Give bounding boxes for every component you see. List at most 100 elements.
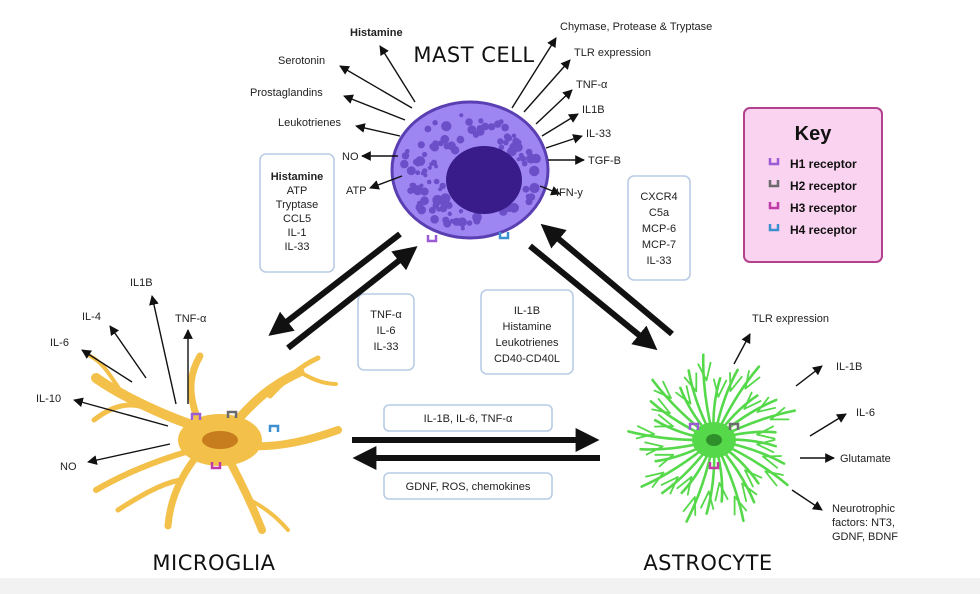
astrocyte-twig	[762, 455, 779, 469]
granule	[415, 203, 424, 212]
granule	[449, 218, 455, 224]
mg-out-il6: IL-6	[50, 337, 69, 349]
granule	[440, 193, 451, 204]
astrocyte-twig	[651, 408, 671, 414]
granule	[405, 149, 410, 154]
granule	[447, 211, 452, 216]
box3-line2: Histamine	[503, 321, 552, 333]
astrocyte-twig	[637, 425, 655, 435]
astrocyte-twig	[713, 378, 720, 398]
astrocyte-h2-receptor-icon	[728, 422, 740, 430]
granule	[401, 152, 410, 160]
astrocyte-twig	[764, 470, 778, 487]
mc-out-leukotrienes: Leukotrienes	[278, 117, 341, 129]
box5-line5: IL-33	[646, 255, 671, 267]
mg-out-il1b: IL1B	[130, 277, 153, 289]
astrocyte-twig	[660, 476, 679, 486]
astrocyte-twig	[741, 482, 747, 502]
box1-line6: IL-33	[284, 241, 309, 253]
mc-out-chymase: Chymase, Protease & Tryptase	[560, 21, 712, 33]
granule	[447, 141, 456, 151]
box-astrocyte-to-microglia: GDNF, ROS, chemokines	[383, 472, 553, 500]
granule	[465, 118, 473, 126]
astrocyte-twig	[741, 482, 758, 496]
granule	[400, 159, 409, 169]
granule	[472, 212, 482, 222]
key-panel: Key H1 receptor H2 receptor H3 receptor …	[743, 107, 883, 263]
astrocyte-twig	[756, 439, 776, 446]
granule	[518, 152, 524, 158]
granule	[432, 120, 438, 126]
astrocyte-h3-receptor-icon	[708, 462, 720, 470]
astrocyte-twig	[662, 380, 672, 399]
granule	[437, 140, 444, 147]
granule	[417, 141, 425, 149]
mc-out-tgfb: TGF-B	[588, 155, 621, 167]
key-title: Key	[795, 123, 833, 145]
astrocyte-twig	[669, 476, 679, 495]
astrocyte-nucleus	[706, 434, 722, 446]
mc-out-serotonin: Serotonin	[278, 55, 325, 67]
astrocyte-twig	[756, 425, 774, 436]
granule	[501, 123, 509, 132]
astrocyte-twig	[756, 433, 776, 440]
as-out-il6: IL-6	[856, 407, 875, 419]
mc-out-histamine: Histamine	[350, 27, 403, 39]
box1-line1: Histamine	[271, 171, 324, 183]
granule	[415, 156, 426, 167]
astrocyte-twig	[651, 471, 665, 488]
granule	[410, 182, 417, 189]
microglia-h3-receptor-icon	[210, 462, 222, 470]
astrocyte-twig	[705, 361, 712, 382]
box1-line2: ATP	[287, 185, 308, 197]
box2-line2: IL-6	[377, 325, 396, 337]
astrocyte-twig	[645, 471, 665, 478]
key-h1-icon	[768, 158, 780, 166]
granule	[415, 170, 421, 176]
mg-out-il4: IL-4	[82, 311, 101, 323]
astrocyte-twig	[733, 495, 748, 512]
astrocyte-twig	[744, 376, 761, 390]
astrocyte-twig	[653, 389, 672, 399]
granule	[476, 127, 485, 136]
astrocyte-twig	[644, 441, 664, 448]
granule	[433, 178, 440, 185]
granule	[430, 159, 438, 166]
microglia-outputs: IL1B IL-4 TNF-α IL-6 IL-10 NO	[36, 277, 207, 473]
astrocyte-twig	[744, 469, 763, 479]
granule	[443, 122, 448, 127]
granule	[436, 207, 442, 212]
mc-out-ifny: IFN-y	[556, 187, 583, 199]
granule	[406, 166, 416, 176]
granule	[503, 139, 509, 146]
astrocyte-twig	[756, 396, 770, 413]
box1-line4: CCL5	[283, 213, 311, 225]
box5-line4: MCP-7	[642, 239, 676, 251]
astrocyte-twig	[729, 372, 732, 392]
granule	[432, 140, 440, 148]
granule	[467, 125, 477, 135]
mast-cell-outputs: Histamine Serotonin Prostaglandins Leuko…	[250, 21, 712, 199]
granule	[422, 168, 428, 174]
granule	[422, 151, 428, 158]
granule	[420, 196, 429, 206]
astrocyte-twig	[657, 398, 671, 414]
mc-out-il1b: IL1B	[582, 104, 605, 116]
granule	[430, 215, 439, 224]
astrocyte-twig	[762, 455, 782, 458]
arrow-microglia-to-mc	[286, 246, 418, 351]
astrocyte-twig	[685, 385, 692, 405]
key-h4-icon	[768, 224, 780, 232]
mc-out-no: NO	[342, 151, 359, 163]
box3-line4: CD40-CD40L	[494, 353, 560, 365]
astrocyte-twig	[683, 376, 698, 393]
key-h3-icon	[768, 202, 780, 210]
box1-line5: IL-1	[288, 227, 307, 239]
key-item-h2: H2 receptor	[790, 179, 857, 193]
granule	[497, 138, 504, 145]
box6-label: GDNF, ROS, chemokines	[406, 481, 531, 493]
mg-out-tnf: TNF-α	[175, 313, 207, 325]
granule	[529, 182, 540, 194]
granule	[419, 183, 424, 188]
microglia-nucleus	[202, 431, 238, 449]
